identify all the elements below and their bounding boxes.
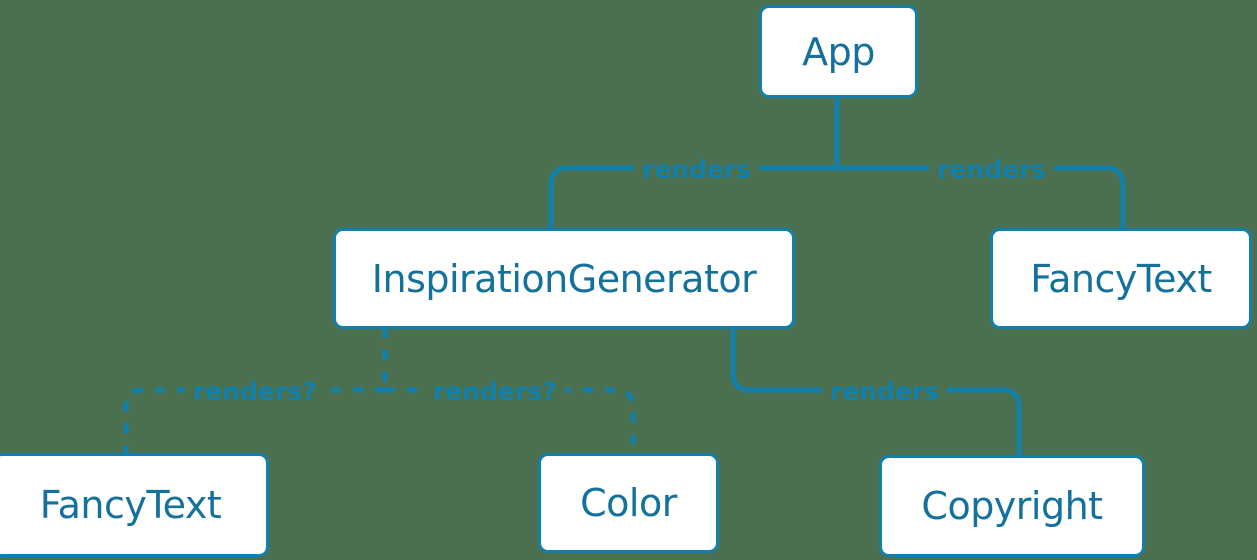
edge-app-bus-right bbox=[837, 165, 1126, 228]
edge-label-app-to-inspirationgenerator: renders bbox=[634, 155, 760, 184]
edge-label-inspirationgenerator-to-fancytext: renders? bbox=[185, 377, 325, 406]
edge-label-app-to-fancytext: renders bbox=[929, 155, 1055, 184]
node-color-label: Color bbox=[580, 481, 677, 525]
edge-app-bus-left bbox=[548, 165, 837, 228]
node-fancytext-bottom[interactable]: FancyText bbox=[0, 453, 269, 557]
node-app-label: App bbox=[802, 29, 875, 74]
node-color[interactable]: Color bbox=[538, 453, 719, 553]
node-copyright-label: Copyright bbox=[921, 484, 1103, 528]
node-inspirationgenerator[interactable]: InspirationGenerator bbox=[333, 228, 795, 329]
node-fancytext-bottom-label: FancyText bbox=[39, 483, 222, 527]
node-inspirationgenerator-label: InspirationGenerator bbox=[371, 256, 757, 301]
node-app[interactable]: App bbox=[759, 5, 918, 98]
node-copyright[interactable]: Copyright bbox=[879, 455, 1145, 557]
node-fancytext-right-label: FancyText bbox=[1030, 256, 1212, 301]
edge-ig-dashed-right bbox=[385, 387, 636, 453]
node-fancytext-right[interactable]: FancyText bbox=[990, 228, 1252, 329]
edge-label-inspirationgenerator-to-copyright: renders bbox=[822, 377, 948, 406]
edge-ig-dashed-left bbox=[123, 387, 385, 453]
edge-label-inspirationgenerator-to-color: renders? bbox=[425, 377, 565, 406]
